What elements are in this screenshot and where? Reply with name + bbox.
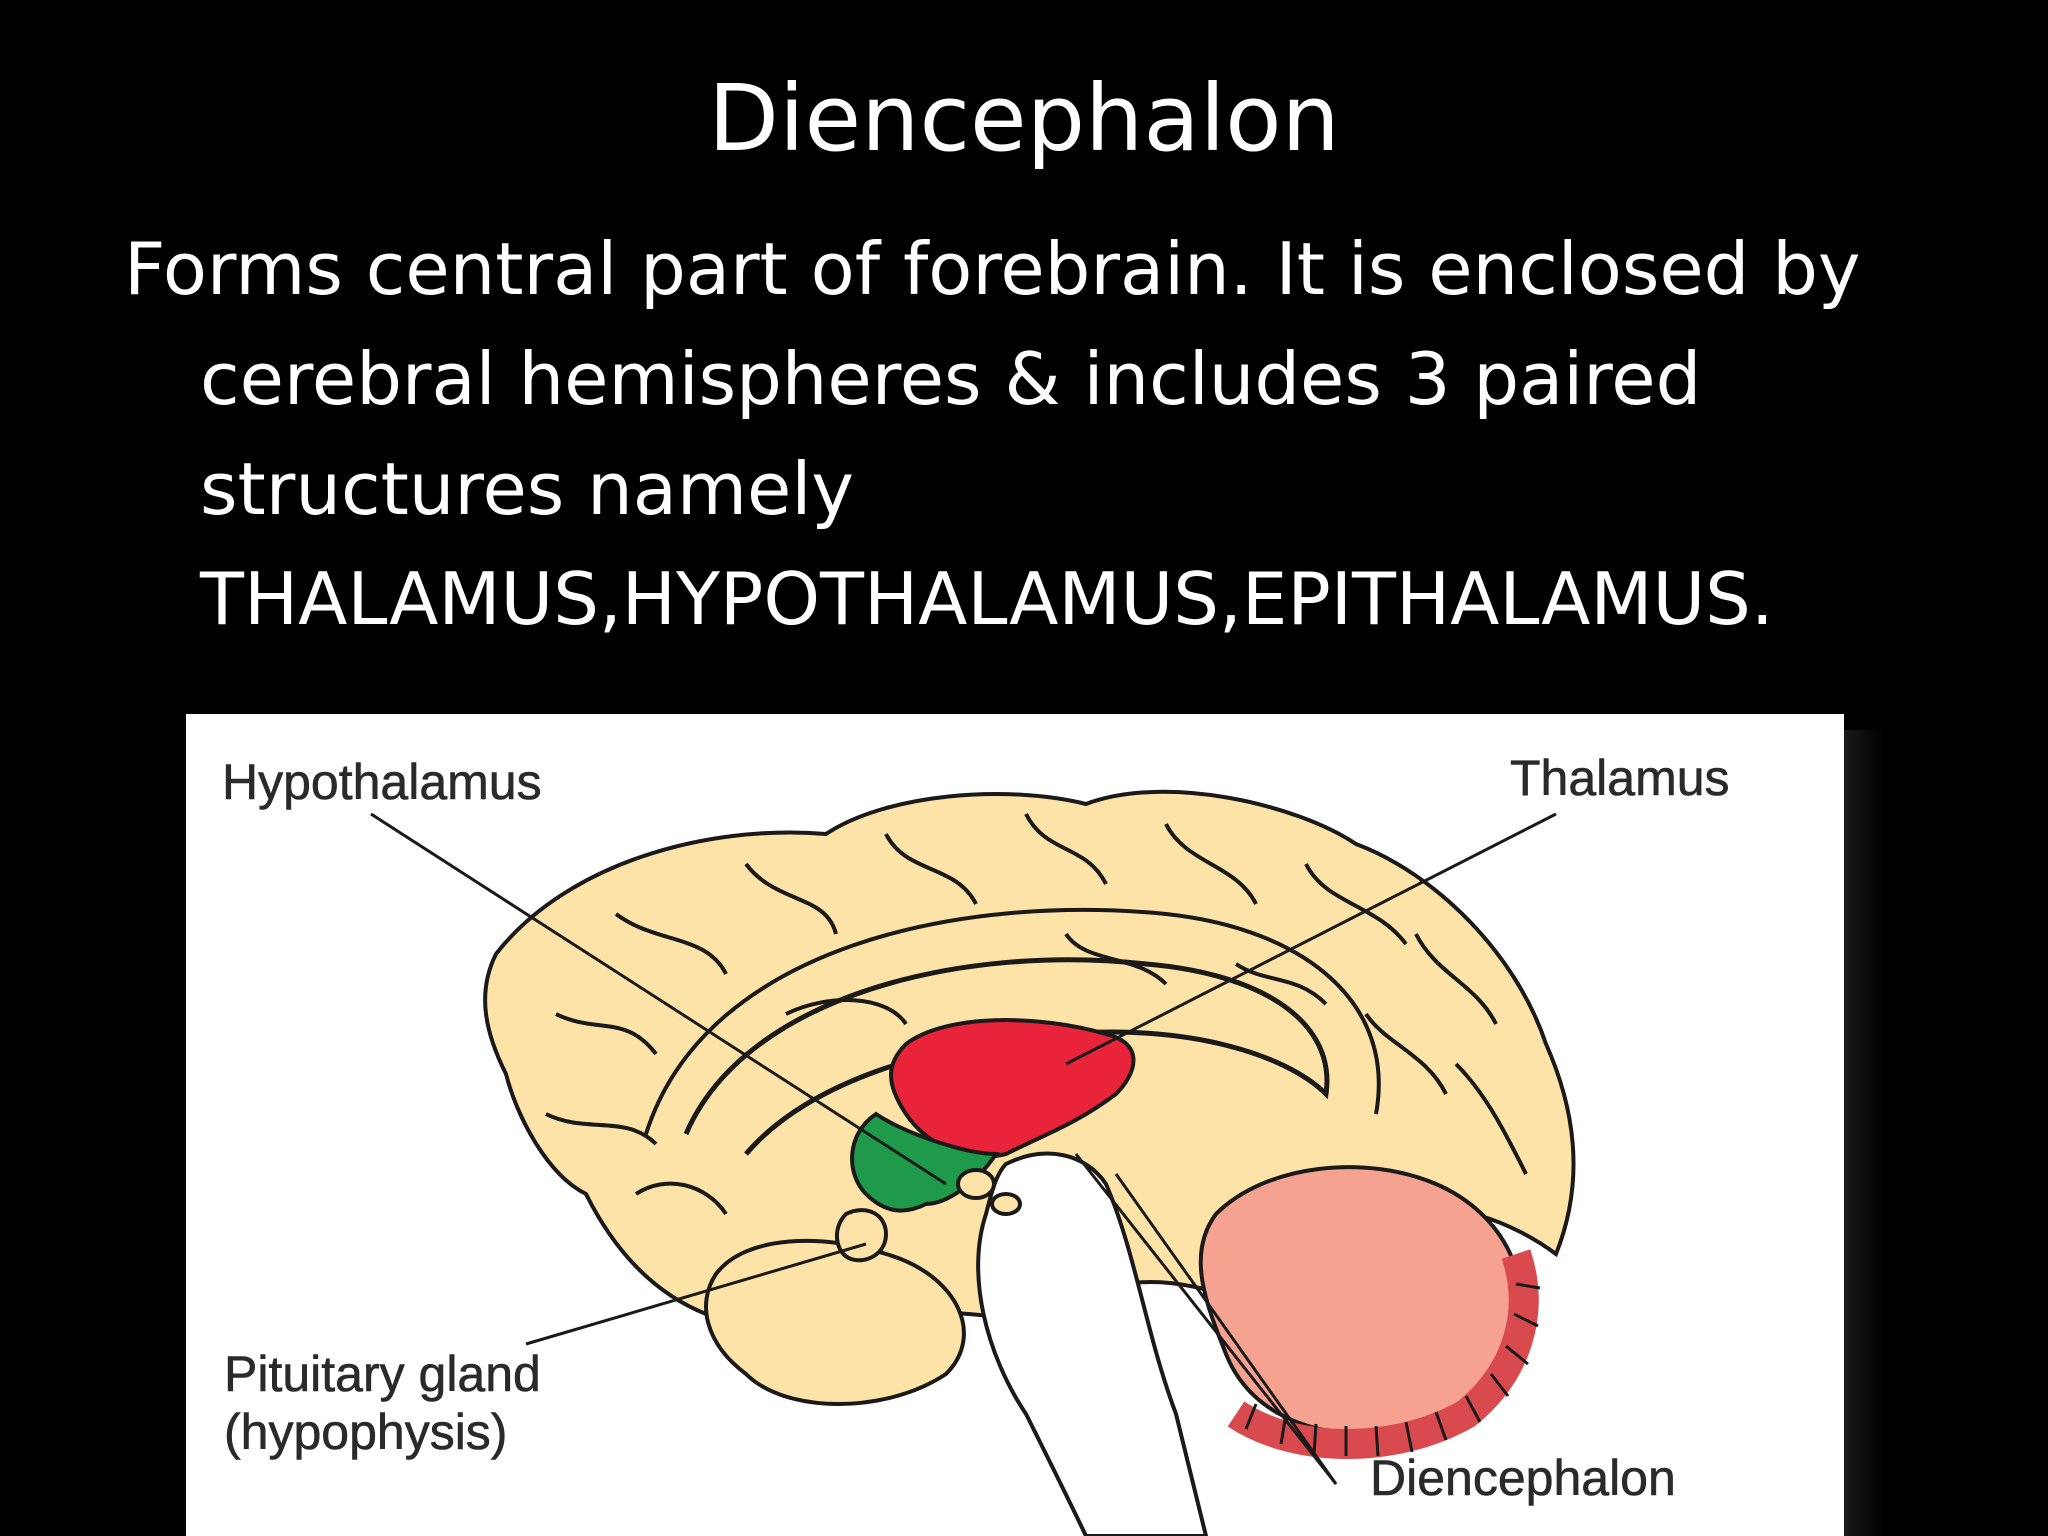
pituitary-region xyxy=(835,1208,889,1263)
label-hypothalamus: Hypothalamus xyxy=(222,754,542,811)
label-pituitary-line1: Pituitary gland xyxy=(224,1346,541,1403)
pointer-hypothalamus xyxy=(370,812,947,1186)
label-pituitary-line2: (hypophysis) xyxy=(224,1404,508,1461)
label-diencephalon: Diencephalon xyxy=(1370,1450,1676,1507)
body-line-4: THALAMUS,HYPOTHALAMUS,EPITHALAMUS. xyxy=(200,557,1774,641)
cingulate-arc xyxy=(644,907,1381,1135)
label-thalamus: Thalamus xyxy=(1510,750,1730,807)
pointer-pituitary xyxy=(525,1242,867,1346)
brain-diagram: Hypothalamus Thalamus Pituitary gland (h… xyxy=(186,714,1844,1536)
body-line-2: cerebral hemispheres & includes 3 paired xyxy=(200,337,1702,421)
pointer-lines xyxy=(370,812,1557,1485)
slide-body-text: Forms central part of forebrain. It is e… xyxy=(124,214,1964,654)
body-line-1: Forms central part of forebrain. It is e… xyxy=(124,227,1861,311)
slide-title: Diencephalon xyxy=(708,65,1340,172)
pointer-diencephalon-b xyxy=(1114,1173,1338,1485)
gyri-lines xyxy=(545,813,1528,1216)
cerebellum-cortex xyxy=(1227,1249,1539,1459)
body-line-3: structures namely xyxy=(200,447,854,531)
brain-illustration xyxy=(370,789,1576,1536)
brainstem xyxy=(976,1151,1209,1536)
figure-shadow xyxy=(1844,730,1884,1536)
thalamus-region xyxy=(889,1018,1136,1159)
temporal-lobe xyxy=(704,1238,966,1406)
pointer-diencephalon-a xyxy=(1074,1153,1338,1485)
mamillary-details xyxy=(956,1168,1022,1216)
pointer-thalamus xyxy=(1065,812,1557,1066)
